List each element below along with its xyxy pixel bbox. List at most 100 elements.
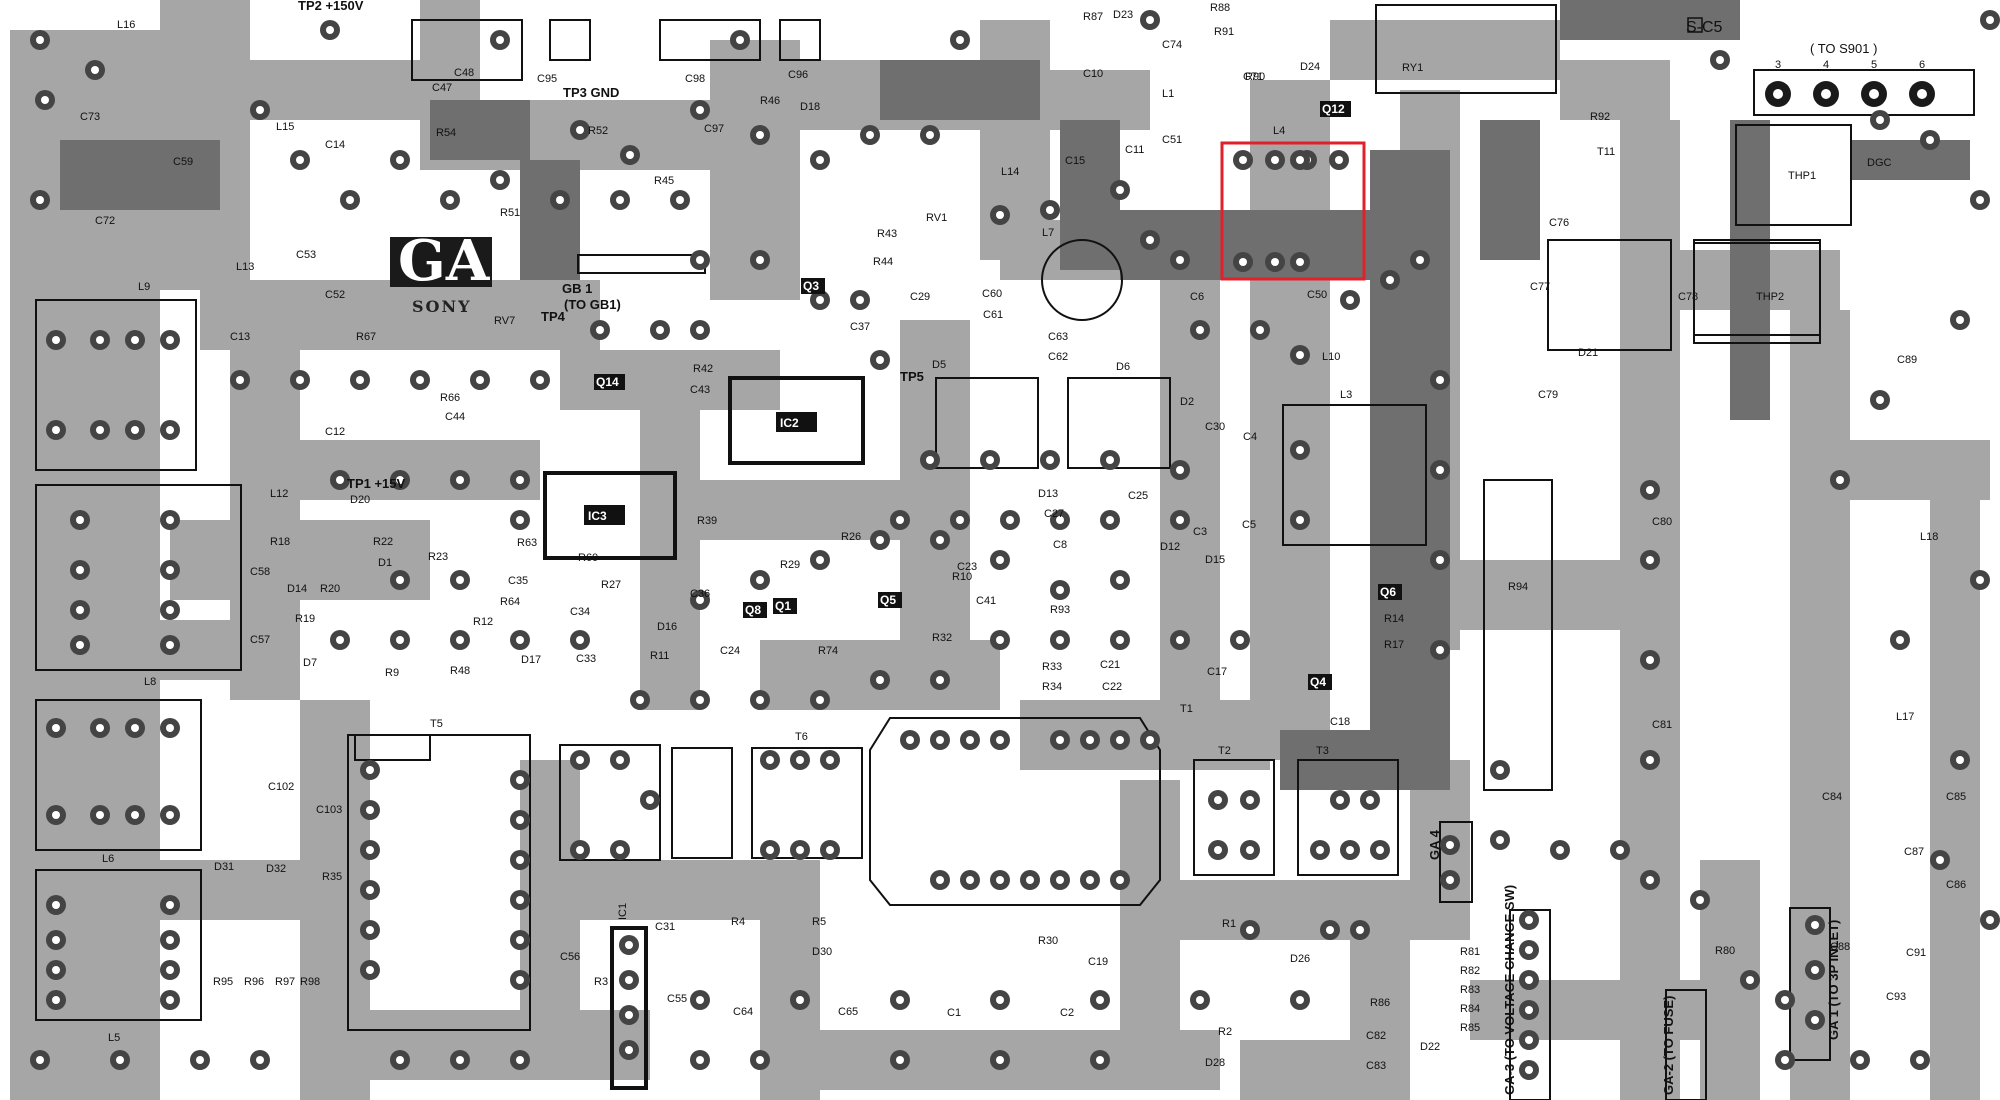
component-label-r80: R80: [1715, 945, 1735, 957]
component-label-l7: L7: [1042, 227, 1054, 239]
solder-pad-hole: [576, 126, 584, 134]
solder-pad-hole: [1836, 476, 1844, 484]
component-label-t5: T5: [430, 718, 443, 730]
component-label-r48: R48: [450, 665, 470, 677]
solder-pad-hole: [52, 811, 60, 819]
connector-label-ga2: GA-2 (TO FUSE): [1661, 996, 1676, 1095]
component-label-c19: C19: [1088, 956, 1108, 968]
solder-pad-hole: [1436, 556, 1444, 564]
component-label-r96: R96: [244, 976, 264, 988]
solder-pad-hole: [816, 556, 824, 564]
component-label-r97: R97: [275, 976, 295, 988]
component-label-c85: C85: [1946, 791, 1966, 803]
component-label-c50: C50: [1307, 289, 1327, 301]
solder-pad-hole: [326, 26, 334, 34]
solder-pad-hole: [1056, 516, 1064, 524]
component-label-r86: R86: [1370, 997, 1390, 1009]
component-label-q8: Q8: [745, 603, 761, 617]
solder-pad-hole: [1496, 836, 1504, 844]
component-label-c8: C8: [1053, 539, 1067, 551]
component-label-c24: C24: [720, 645, 740, 657]
connector-label-togb1: (TO GB1): [564, 297, 621, 312]
solder-pad-hole: [556, 196, 564, 204]
solder-pad-hole: [166, 901, 174, 909]
component-label-c51: C51: [1162, 134, 1182, 146]
component-label-d20: D20: [350, 494, 370, 506]
solder-pad-hole: [1296, 996, 1304, 1004]
component-label-r94: R94: [1508, 581, 1528, 593]
component-label-r39: R39: [697, 515, 717, 527]
component-tag-bg: [594, 374, 625, 390]
solder-pad-hole: [41, 96, 49, 104]
solder-pad-hole: [936, 876, 944, 884]
component-label-q1: Q1: [775, 599, 791, 613]
solder-pad-hole: [256, 1056, 264, 1064]
solder-pad-hole: [1496, 766, 1504, 774]
solder-pad-hole: [1446, 876, 1454, 884]
solder-pad-hole: [625, 941, 633, 949]
solder-pad-hole: [1326, 926, 1334, 934]
solder-pad-hole: [396, 1056, 404, 1064]
solder-pad-hole: [166, 724, 174, 732]
connector-pin-3: 3: [1775, 59, 1781, 71]
solder-pad-hole: [696, 696, 704, 704]
solder-pad-hole: [966, 876, 974, 884]
component-label-c27: C27: [1044, 508, 1064, 520]
component-label-c33: C33: [576, 653, 596, 665]
component-label-l18: L18: [1920, 531, 1938, 543]
component-label-d14: D14: [287, 583, 307, 595]
component-label-r30: R30: [1038, 935, 1058, 947]
connector-label-gb1: GB 1: [562, 281, 592, 296]
component-tag-bg: [773, 598, 797, 614]
component-label-c17: C17: [1207, 666, 1227, 678]
component-label-l16: L16: [117, 19, 135, 31]
component-label-q12: Q12: [1322, 102, 1345, 116]
solder-pad-hole: [346, 196, 354, 204]
solder-pad-hole: [96, 426, 104, 434]
solder-pad-hole: [166, 966, 174, 974]
component-label-r84: R84: [1460, 1003, 1480, 1015]
solder-pad-hole: [936, 676, 944, 684]
ic-tag-bg: [776, 412, 817, 432]
solder-pad-hole: [456, 576, 464, 584]
solder-pad-hole: [696, 326, 704, 334]
component-label-r83: R83: [1460, 984, 1480, 996]
solder-pad-hole: [826, 756, 834, 764]
connector-pin-4: 4: [1823, 59, 1829, 71]
component-label-l10: L10: [1322, 351, 1340, 363]
component-label-c95: C95: [537, 73, 557, 85]
solder-pad-hole: [1046, 456, 1054, 464]
solder-pad-hole: [1366, 796, 1374, 804]
component-label-c103: C103: [316, 804, 342, 816]
solder-pad-hole: [1646, 756, 1654, 764]
solder-pad-hole: [1176, 516, 1184, 524]
component-label-r27: R27: [601, 579, 621, 591]
component-label-c36: C36: [690, 588, 710, 600]
copper-traces-dark: [60, 0, 1970, 790]
solder-pad-hole: [131, 811, 139, 819]
component-label-c25: C25: [1128, 490, 1148, 502]
solder-pad-hole: [91, 66, 99, 74]
ga-logo: GA SONY: [390, 228, 492, 316]
solder-pad-hole: [516, 896, 524, 904]
solder-pad-hole: [696, 256, 704, 264]
component-label-ic2: IC2: [780, 416, 799, 430]
solder-pad-hole: [756, 256, 764, 264]
connector-label-ga4: GA 4: [1427, 829, 1442, 860]
component-label-r45: R45: [654, 175, 674, 187]
solder-pad-hole: [906, 736, 914, 744]
component-label-r1: R1: [1222, 918, 1236, 930]
solder-pad-hole: [1525, 1066, 1533, 1074]
solder-pad-hole: [1271, 156, 1279, 164]
solder-pad-hole: [336, 636, 344, 644]
solder-pad-hole: [1336, 796, 1344, 804]
solder-pad-hole: [131, 426, 139, 434]
component-labels: IC1IC2IC3Q1Q3Q4Q5Q6Q8Q12Q14RY1THP1THP2DG…: [80, 2, 1966, 1072]
component-label-c18: C18: [1330, 716, 1350, 728]
component-label-l4: L4: [1273, 125, 1285, 137]
solder-pad-hole: [166, 426, 174, 434]
solder-pad-hole: [1271, 258, 1279, 266]
connector-label-tp5: TP5: [900, 369, 924, 384]
